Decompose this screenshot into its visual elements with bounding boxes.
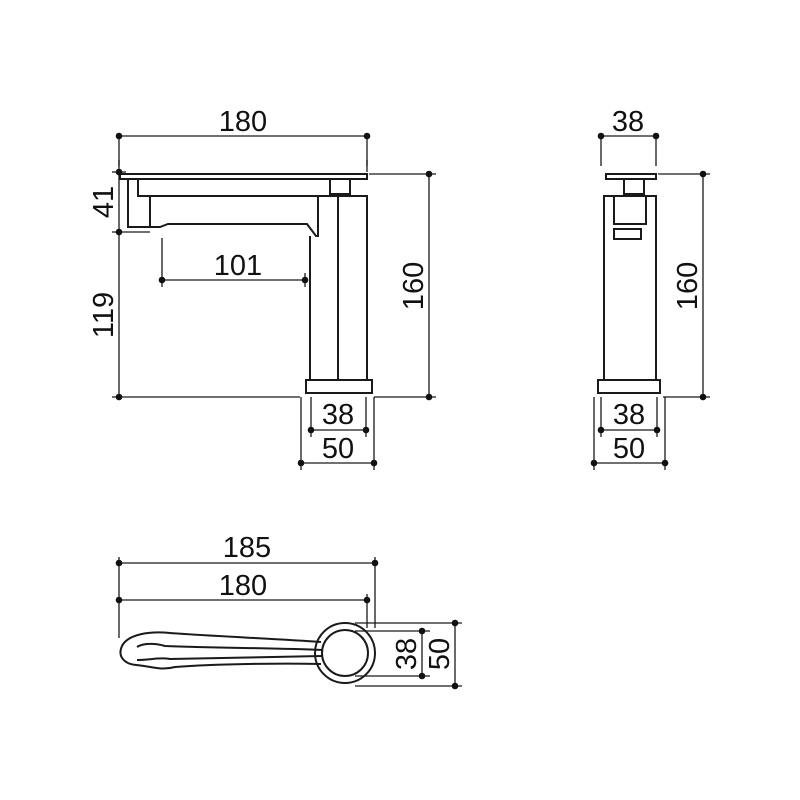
dim-top-outer-diameter-label: 50 [424,638,456,670]
top-view: 185 180 38 50 [115,532,462,690]
dim-top-overall-length: 185 [115,532,379,638]
dim-top-overall-length-label: 185 [223,532,271,564]
dim-spout-reach: 101 [158,238,309,287]
dim-side-total-height: 160 [658,170,710,401]
front-view: 180 41 119 101 [88,106,436,470]
dim-top-diameters: 38 50 [355,619,462,690]
side-view: 38 160 38 50 [590,106,710,470]
side-faucet-outline [597,173,661,394]
dim-side-top-width: 38 [597,106,660,166]
dim-side-base: 38 50 [590,397,669,470]
dim-spout-bottom-label: 119 [88,292,120,338]
dim-spout-height-label: 41 [88,186,120,218]
dim-front-length: 180 [115,106,371,172]
dim-front-base-inner-label: 38 [322,399,354,431]
dim-side-base-inner-label: 38 [613,399,645,431]
dim-front-total-height-label: 160 [398,262,430,310]
dim-top-body-length-label: 180 [219,570,267,602]
dim-top-inner-diameter-label: 38 [391,638,423,670]
top-faucet-outline [119,622,376,684]
dim-front-base: 38 50 [297,397,378,470]
dim-top-body-length: 180 [115,570,371,628]
dim-side-top-width-label: 38 [612,106,644,138]
dim-side-total-height-label: 160 [672,262,704,310]
dim-front-total-height: 160 [369,170,436,401]
front-faucet-outline [119,173,373,394]
dim-side-base-outer-label: 50 [613,433,645,465]
dim-front-length-label: 180 [219,106,267,138]
dim-front-left-vertical: 41 119 [88,168,300,401]
dim-front-base-outer-label: 50 [322,433,354,465]
dim-spout-reach-label: 101 [214,250,262,282]
